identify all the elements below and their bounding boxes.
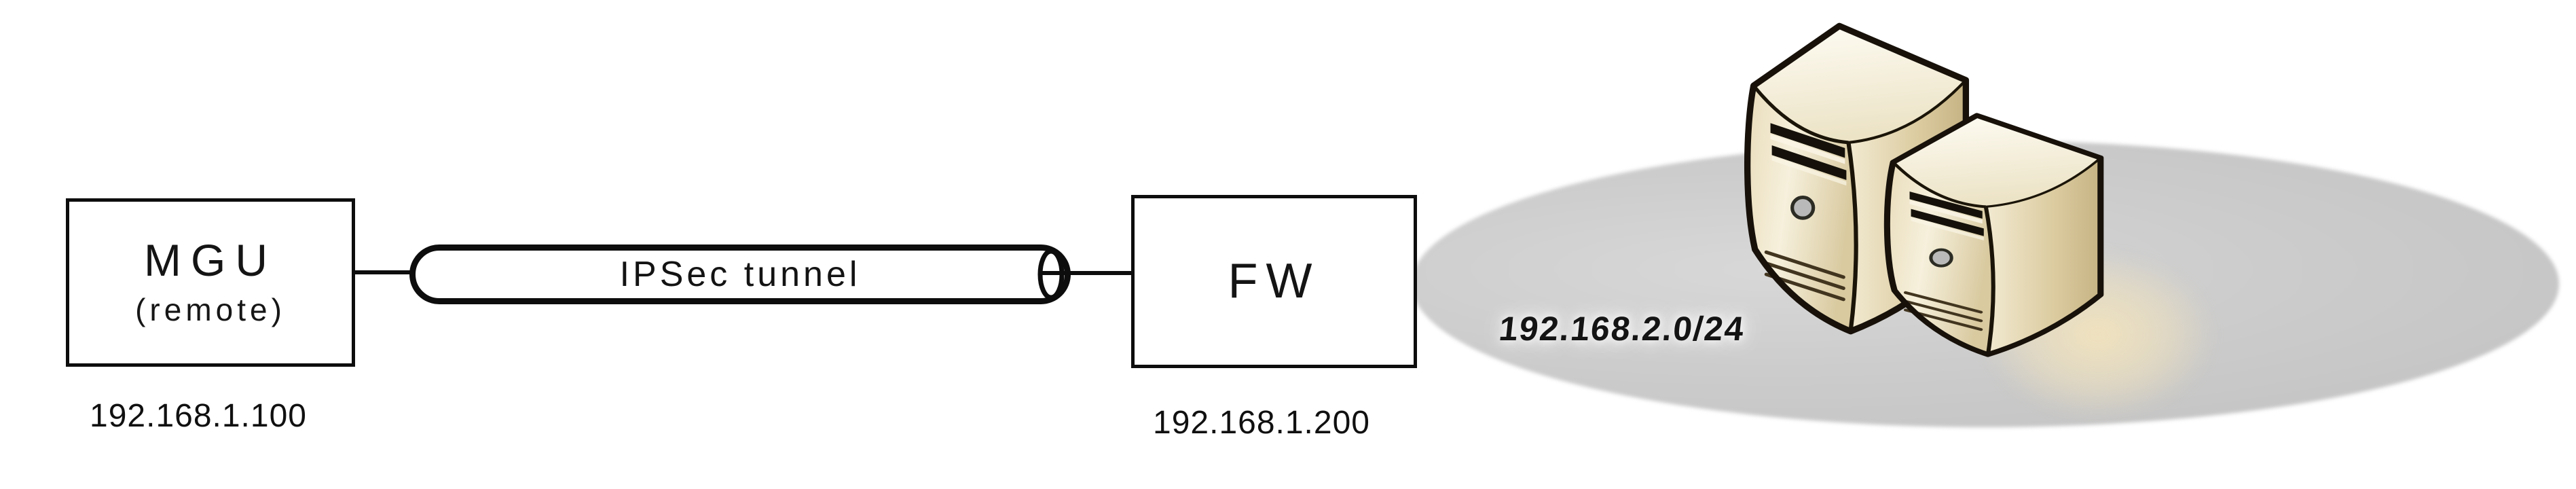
fw-ip-label: 192.168.1.200 <box>1153 405 1370 441</box>
ipsec-tunnel: IPSec tunnel <box>409 244 1071 304</box>
mgu-label: MGU <box>144 235 277 286</box>
server-shadow <box>1979 250 2217 420</box>
mgu-sublabel: (remote) <box>135 291 286 327</box>
link-mgu-tunnel <box>355 270 411 274</box>
tunnel-endcap-icon <box>1037 249 1065 300</box>
fw-label: FW <box>1228 253 1321 308</box>
node-fw: FW <box>1131 195 1417 368</box>
node-mgu: MGU (remote) <box>66 198 355 367</box>
mgu-ip-label: 192.168.1.100 <box>90 398 307 434</box>
tunnel-label: IPSec tunnel <box>619 255 861 294</box>
link-tunnel-fw <box>1042 271 1133 275</box>
lan-cidr-label: 192.168.2.0/24 <box>1497 310 1747 348</box>
